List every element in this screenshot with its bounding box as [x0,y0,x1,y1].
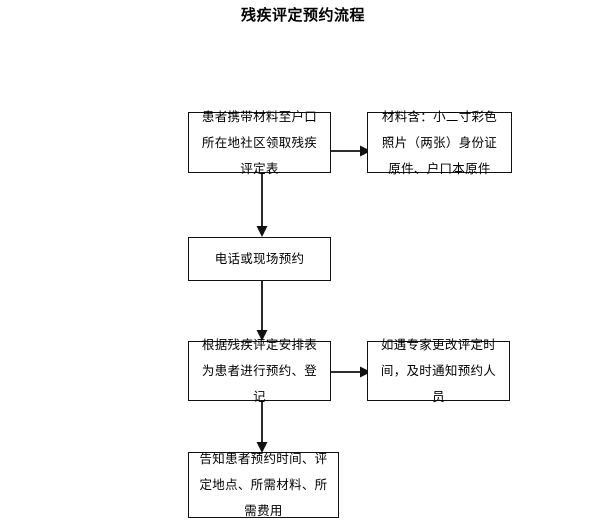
flow-node-inform-patient: 告知患者预约时间、评定地点、所需材料、所需费用 [188,451,339,518]
page-title: 残疾评定预约流程 [240,6,365,24]
connector-schedule-reg-to-inform-patient [256,401,268,453]
flow-node-label: 告知患者预约时间、评定地点、所需材料、所需费用 [199,451,328,518]
connector-schedule-reg-to-expert-change [331,366,371,378]
flow-node-materials-note: 材料含：小二寸彩色照片（两张）身份证原件、户口本原件 [367,109,512,176]
flow-node-label: 材料含：小二寸彩色照片（两张）身份证原件、户口本原件 [381,108,498,176]
connector-collect-form-to-materials-note [331,145,371,157]
flow-node-label: 电话或现场预约 [214,251,305,266]
flow-node-schedule-reg: 根据残疾评定安排表为患者进行预约、登记 [188,337,331,404]
flow-node-label: 患者携带材料至户口所在地社区领取残疾评定表 [201,108,318,176]
flow-node-expert-change: 如遇专家更改评定时间，及时通知预约人员 [367,337,510,404]
flow-node-collect-form: 患者携带材料至户口所在地社区领取残疾评定表 [188,109,331,176]
connector-collect-form-to-appointment [256,173,268,237]
flow-node-appointment: 电话或现场预约 [188,237,331,281]
flow-node-label: 根据残疾评定安排表为患者进行预约、登记 [201,337,318,404]
connector-appointment-to-schedule-reg [256,281,268,341]
flow-node-label: 如遇专家更改评定时间，及时通知预约人员 [380,337,497,404]
